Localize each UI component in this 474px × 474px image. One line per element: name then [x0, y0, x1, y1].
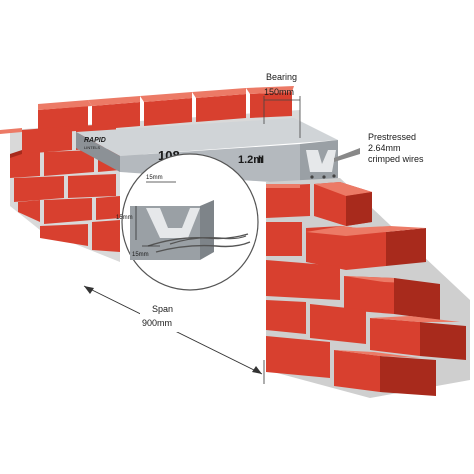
brick-side	[10, 150, 22, 158]
bearing-value: 150mm	[264, 87, 294, 97]
brick	[40, 224, 88, 246]
brick	[44, 198, 92, 224]
brick	[310, 304, 366, 344]
brick-side	[386, 228, 426, 266]
brick	[266, 300, 306, 334]
span-arrow-end	[252, 366, 262, 374]
brick	[44, 150, 94, 176]
prestressed-line3: crimped wires	[368, 154, 424, 164]
span-arrow-start	[84, 286, 94, 294]
detail-inset: 15mm 15mm 15mm	[116, 153, 259, 291]
brick-top	[350, 226, 426, 232]
brick	[250, 92, 292, 118]
brick-side	[380, 356, 436, 396]
brick	[266, 184, 310, 218]
brick	[92, 220, 120, 252]
brick	[266, 336, 330, 378]
callout-arrow	[334, 148, 360, 162]
brick-top	[266, 184, 300, 188]
brick	[370, 318, 420, 356]
brick-side	[394, 278, 440, 320]
lintel-length-mark: II	[258, 154, 264, 166]
span-title: Span	[152, 304, 173, 314]
brick	[10, 152, 40, 178]
brick	[18, 200, 40, 222]
inset-dim-side: 15mm	[116, 215, 133, 221]
brick-top	[246, 86, 294, 94]
brick-top	[38, 100, 92, 110]
annotations: Bearing 150mm Prestressed 2.64mm crimped…	[83, 72, 424, 384]
wire-end	[310, 175, 314, 179]
brick-top	[88, 96, 140, 106]
brick-side	[420, 322, 466, 360]
lintel-brand: RAPID	[84, 137, 106, 144]
lintel-profile	[306, 150, 336, 172]
brick	[266, 222, 302, 256]
brick-top	[0, 128, 22, 134]
span-label-bg	[140, 300, 188, 332]
bearing-title: Bearing	[266, 72, 297, 82]
inset-profile	[146, 208, 200, 238]
brick-top	[334, 350, 420, 358]
brick	[92, 102, 140, 130]
brick	[14, 176, 64, 202]
brick	[334, 350, 380, 392]
brick	[68, 174, 116, 198]
inset-dim-bottom: 15mm	[132, 252, 149, 258]
brick	[96, 196, 120, 220]
brick	[144, 98, 192, 126]
lintel-brand-sub: LINTELS	[84, 145, 101, 150]
inset-wire	[169, 235, 247, 245]
brick	[266, 260, 340, 300]
brick	[196, 94, 246, 122]
wire-end	[322, 175, 326, 179]
brick-top	[306, 226, 386, 236]
brick	[22, 126, 72, 154]
brick-side	[346, 192, 372, 226]
lintel-top	[76, 118, 338, 156]
inset-dim-top: 15mm	[146, 175, 163, 181]
prestressed-line1: Prestressed	[368, 132, 416, 142]
brick-top	[370, 316, 460, 322]
wire-end	[332, 174, 336, 178]
lintel-length: 1.2m	[238, 154, 263, 166]
brick-top	[140, 92, 192, 102]
lintel-end	[76, 132, 120, 172]
right-brick-pier	[266, 178, 470, 398]
span-value: 900mm	[142, 318, 172, 328]
brick	[38, 106, 88, 134]
inset-lintel-side	[200, 200, 214, 260]
brick-top	[192, 88, 246, 98]
brick-top	[314, 182, 372, 196]
brick	[344, 276, 394, 314]
inset-wire	[155, 241, 251, 253]
brick	[306, 226, 386, 270]
prestressed-line2: 2.64mm	[368, 143, 401, 153]
